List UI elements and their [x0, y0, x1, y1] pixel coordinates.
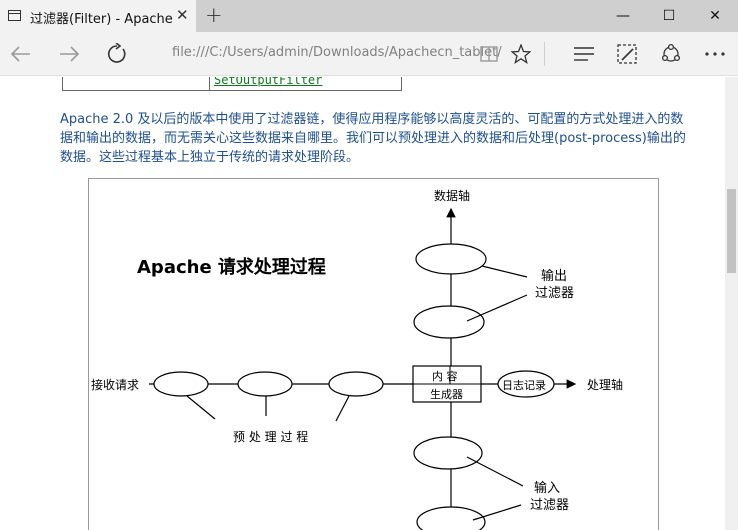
maximize-button[interactable]: ☐ [662, 8, 676, 24]
share-icon[interactable] [658, 41, 684, 67]
toolbar-separator [544, 42, 545, 66]
back-arrow-icon[interactable] [8, 41, 34, 67]
navigation-bar: file:///C:/Users/admin/Downloads/Apachec… [0, 32, 738, 76]
output-filter-label-2: 过滤器 [535, 286, 574, 301]
request-processing-diagram: 数据轴 处理轴 接收请求 Apache 请求处理过程 输出 过滤器 预 处 理 … [88, 178, 659, 530]
forward-arrow-icon[interactable] [56, 41, 82, 67]
preprocess-ellipse-3 [328, 371, 384, 397]
preprocess-ellipse-1 [153, 371, 209, 397]
title-bar: 过滤器(Filter) - Apache ✕ + — ☐ ✕ [0, 0, 738, 32]
more-options-icon[interactable] [702, 41, 728, 67]
logging-ellipse [497, 370, 555, 398]
content-generator-label-1: 内 容 [432, 369, 458, 383]
address-bar[interactable]: file:///C:/Users/admin/Downloads/Apachec… [172, 45, 502, 60]
reading-view-icon[interactable] [476, 41, 502, 67]
directive-table: SetOutputFilter [62, 77, 402, 91]
output-filter-ellipse-1 [415, 243, 487, 275]
hub-icon[interactable] [571, 41, 597, 67]
input-filter-label-1: 输入 [534, 480, 560, 496]
process-axis-label: 处理轴 [587, 377, 623, 392]
favorite-star-icon[interactable] [508, 41, 534, 67]
minimize-button[interactable]: — [616, 8, 630, 24]
close-window-button[interactable]: ✕ [709, 8, 721, 24]
output-filter-label-1: 输出 [541, 268, 567, 284]
refresh-icon[interactable] [104, 41, 130, 67]
preprocess-label: 预 处 理 过 程 [233, 429, 308, 444]
tab-close-icon[interactable]: ✕ [176, 6, 189, 24]
browser-tab[interactable]: 过滤器(Filter) - Apache ✕ [0, 0, 196, 32]
new-tab-button[interactable]: + [205, 3, 223, 27]
input-filter-ellipse-2 [416, 506, 486, 530]
setoutputfilter-link[interactable]: SetOutputFilter [214, 77, 323, 87]
scrollbar-thumb[interactable] [727, 189, 736, 273]
input-filter-label-2: 过滤器 [530, 498, 569, 513]
web-note-icon[interactable] [614, 41, 640, 67]
tab-page-icon [8, 10, 21, 21]
content-generator-label-2: 生成器 [430, 387, 463, 401]
input-filter-ellipse-1 [413, 436, 483, 470]
tab-title: 过滤器(Filter) - Apache [30, 12, 173, 27]
preprocess-ellipse-2 [237, 371, 293, 397]
diagram-title: Apache 请求处理过程 [137, 256, 326, 278]
table-cell-divider [209, 77, 210, 91]
data-axis-label: 数据轴 [434, 188, 470, 203]
receive-request-label: 接收请求 [91, 377, 139, 392]
page-content: SetOutputFilter Apache 2.0 及以后的版本中使用了过滤器… [0, 77, 725, 530]
logging-label: 日志记录 [502, 379, 546, 392]
vertical-scrollbar[interactable] [725, 77, 738, 530]
output-filter-ellipse-2 [413, 305, 485, 339]
filter-chain-paragraph: Apache 2.0 及以后的版本中使用了过滤器链，使得应用程序能够以高度灵活的… [60, 112, 686, 165]
